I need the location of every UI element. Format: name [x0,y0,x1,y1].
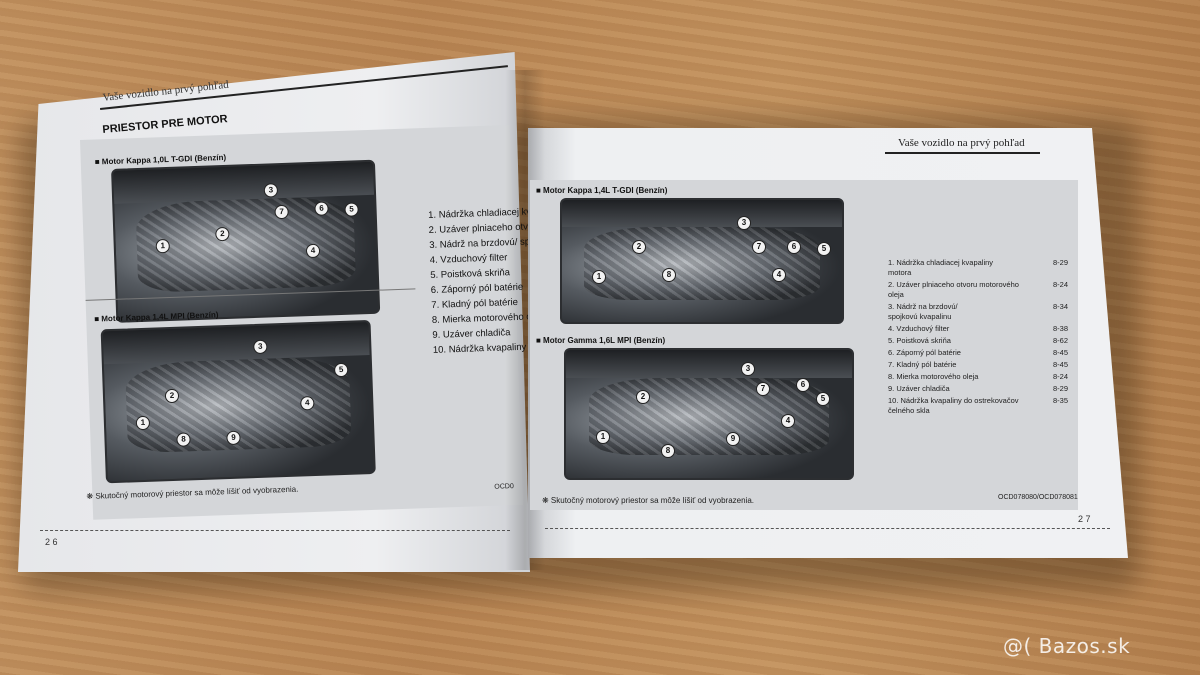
figure-caption-gamma-16: ■ Motor Gamma 1,6L MPI (Benzín) [536,336,666,345]
left-page-number: 2 6 [45,537,58,547]
callout-9: 9 [226,430,241,446]
callout-4: 4 [772,268,786,282]
right-header-rule [885,152,1040,154]
callout-1: 1 [135,415,151,431]
callout-7: 7 [752,240,766,254]
callout-7: 7 [756,382,770,396]
callout-1: 1 [155,238,170,254]
right-page-number: 2 7 [1078,514,1091,524]
callout-4: 4 [781,414,795,428]
callout-5: 5 [344,202,359,217]
right-image-code: OCD078080/OCD078081 [998,494,1078,501]
callout-2: 2 [632,240,646,254]
callout-4: 4 [300,395,315,411]
callout-1: 1 [596,430,610,444]
right-figure-panel: ■ Motor Kappa 1,4L T-GDI (Benzín) 1 2 3 … [530,180,1078,510]
callout-8: 8 [662,268,676,282]
figure-caption-kappa-10: ■ Motor Kappa 1,0L T-GDI (Benzín) [94,152,227,167]
list-item: 10. Nádržka kvapaliny do ostrekovačov če… [888,396,1068,415]
callout-2: 2 [636,390,650,404]
callout-4: 4 [305,243,321,259]
left-page-note: ❋ Skutočný motorový priestor sa môže líš… [86,484,299,501]
right-footer-rule [545,528,1110,529]
engine-photo-kappa-14-mpi: 1 2 3 4 5 8 9 [100,319,376,484]
right-page-header: Vaše vozidlo na prvý pohľad [898,137,1025,149]
engine-photo-kappa-14-tgdi: 1 2 3 4 5 6 7 8 [560,198,844,324]
engine-photo-gamma-16: 1 2 3 4 5 6 7 8 9 [564,348,854,480]
callout-5: 5 [333,362,349,378]
bazos-watermark: @( Bazos.sk [1003,634,1131,658]
list-item: 2. Uzáver plniaceho otvoru motorového ol… [888,280,1068,299]
figure-caption-kappa-14-tgdi: ■ Motor Kappa 1,4L T-GDI (Benzín) [536,186,668,195]
callout-7: 7 [274,204,289,220]
callout-6: 6 [787,240,801,254]
callout-6: 6 [314,201,329,216]
callout-5: 5 [816,392,830,406]
left-footer-rule [40,530,510,531]
figure-caption-kappa-14-mpi: ■ Motor Kappa 1,4L MPI (Benzín) [94,310,219,324]
callout-1: 1 [592,270,606,284]
callout-9: 9 [726,432,740,446]
callout-3: 3 [253,339,268,355]
callout-3: 3 [741,362,755,376]
callout-8: 8 [661,444,675,458]
callout-6: 6 [796,378,810,392]
callout-2: 2 [215,226,230,242]
callout-8: 8 [176,432,191,447]
callout-5: 5 [817,242,831,256]
callout-3: 3 [263,183,279,198]
callout-2: 2 [164,388,180,404]
right-page-note: ❋ Skutočný motorový priestor sa môže líš… [542,496,755,505]
callout-3: 3 [737,216,751,230]
